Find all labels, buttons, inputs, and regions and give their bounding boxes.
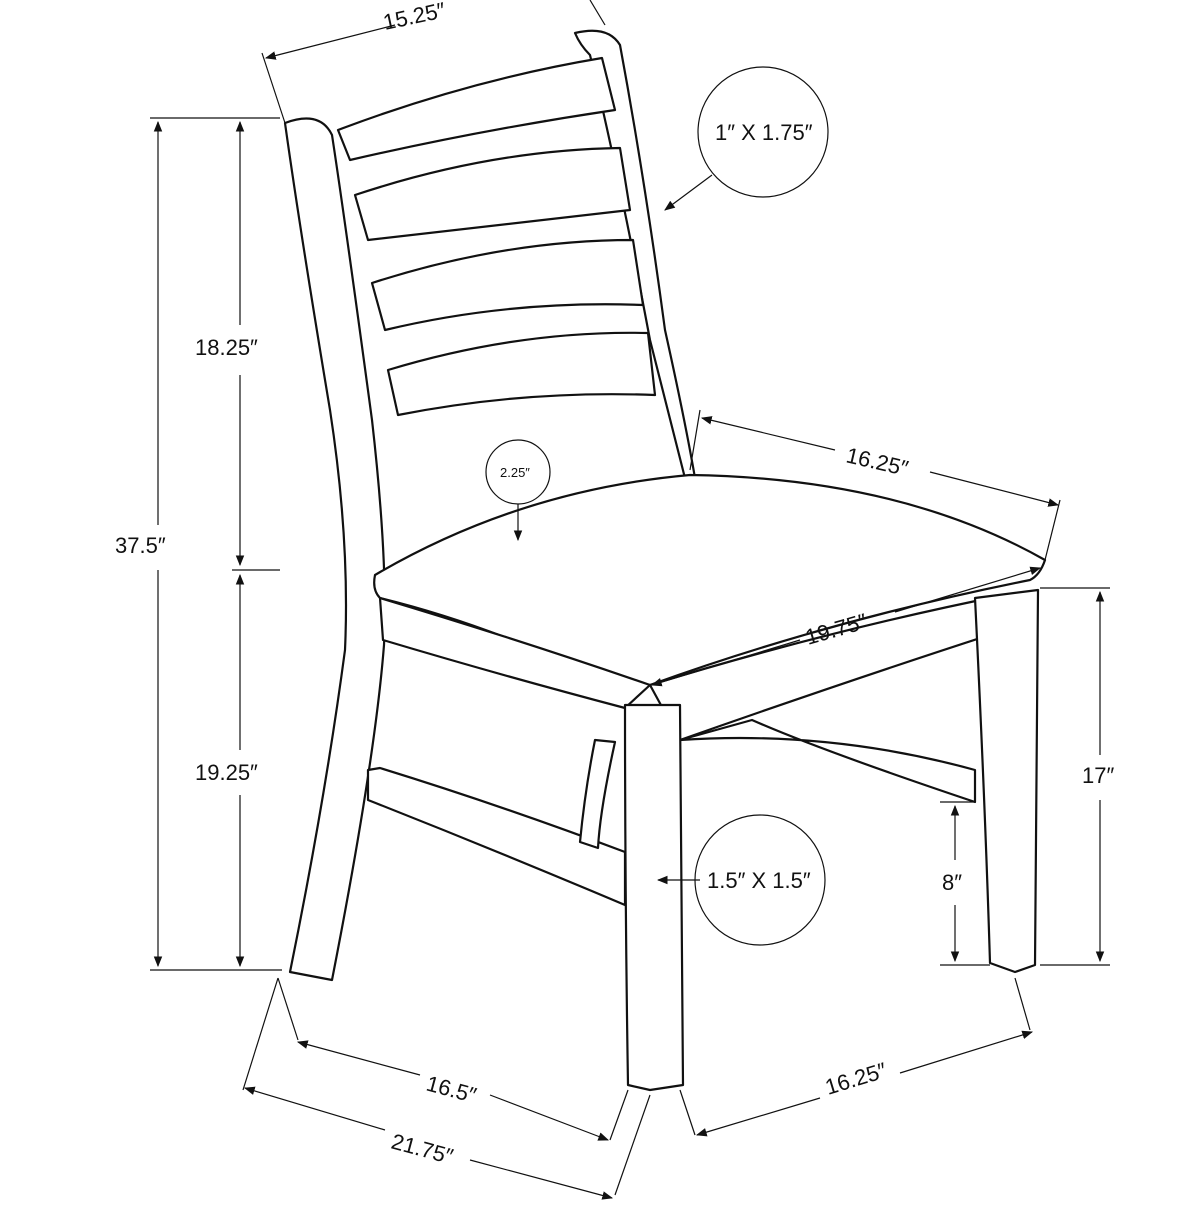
callout-front-leg: [656, 814, 826, 946]
label-base-width: 16.25″: [822, 1057, 890, 1099]
label-front-leg-size: 1.5″ X 1.5″: [707, 868, 811, 893]
back-slat-3: [370, 238, 645, 332]
dimension-lines: [150, 0, 1110, 1200]
back-slats: [336, 56, 657, 417]
back-leg-left: [283, 117, 386, 982]
callout-circle: [697, 66, 829, 198]
label-base-depth: 16.5″: [424, 1071, 480, 1108]
callout-back-post: [664, 66, 829, 211]
seat-apron: [378, 596, 652, 710]
diagonal-leg-brace: [578, 738, 617, 850]
callout-seat-thickness: [485, 439, 551, 542]
front-leg-left: [623, 703, 685, 1092]
label-back-post-size: 1″ X 1.75″: [715, 120, 813, 145]
label-top-width: 15.25″: [381, 0, 448, 35]
label-seat-depth: 16.25″: [844, 443, 911, 482]
rear-stretcher: [678, 718, 977, 804]
back-slat-4: [386, 331, 657, 417]
front-leg-right: [973, 588, 1040, 974]
label-total-height: 37.5″: [115, 533, 166, 558]
chair-drawing: [283, 29, 1047, 1092]
label-seat-thickness: 2.25″: [500, 465, 530, 480]
label-overall-depth: 21.75″: [389, 1129, 456, 1169]
label-back-height: 18.25″: [195, 335, 258, 360]
back-slat-2: [353, 146, 632, 242]
label-stretcher-height: 8″: [942, 870, 962, 895]
label-seat-height-front: 19.25″: [195, 760, 258, 785]
label-leg-height: 17″: [1082, 763, 1114, 788]
back-slat-1: [336, 56, 617, 162]
